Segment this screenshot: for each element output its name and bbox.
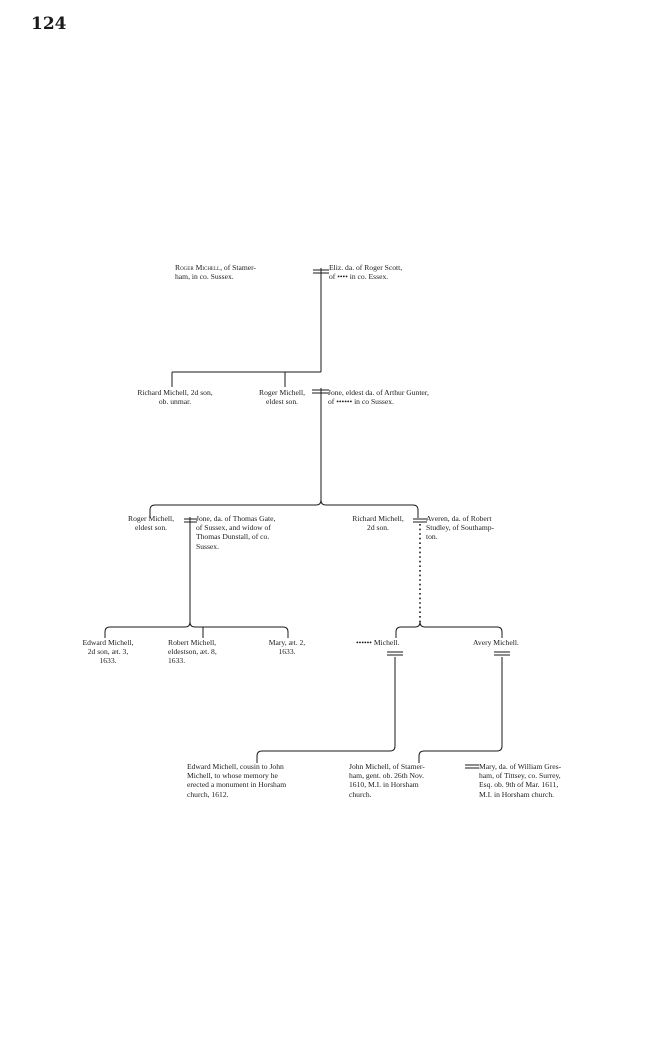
person-detail-line: Richard Michell, 2d son, xyxy=(137,388,213,397)
person-detail-line: Sussex. xyxy=(196,541,219,551)
person-detail-line: 2d son, æt. 3, xyxy=(87,647,129,657)
person-detail-line: Eliz. da. of Roger Scott, xyxy=(329,263,403,272)
sibling-bar-left xyxy=(104,621,191,638)
person-jone-gate: Jone, da. of Thomas Gate,of Sussex, and … xyxy=(196,514,275,551)
sibling-bar-right xyxy=(189,621,289,638)
person-detail-line: 1610, M.I. in Horsham xyxy=(349,780,419,790)
person-detail-line: Michell, to whose memory he xyxy=(187,771,278,781)
person-detail-line: eldest son. xyxy=(265,397,299,407)
person-detail-line: 1633. xyxy=(99,656,117,666)
person-detail-line: ham, of Tittsey, co. Surrey, xyxy=(479,771,561,781)
person-detail-line: ton. xyxy=(426,532,438,542)
person-detail-line: Jone, da. of Thomas Gate, xyxy=(196,514,276,523)
person-detail-line: •••••• Michell. xyxy=(356,638,400,647)
person-avery-michell: Avery Michell. xyxy=(473,638,519,647)
person-name-suffix: , of Stamer- xyxy=(220,263,257,272)
person-eliz-scott: Eliz. da. of Roger Scott,of •••• in co. … xyxy=(329,263,402,281)
person-detail-line: Edward Michell, xyxy=(82,638,134,647)
person-detail-line: erected a monument in Horsham xyxy=(187,780,287,790)
person-robert-gen4: Robert Michell,eldestson, æt. 8,1633. xyxy=(168,638,217,666)
person-detail-line: eldestson, æt. 8, xyxy=(168,647,217,657)
person-detail-line: Thomas Dunstall, of co. xyxy=(196,532,270,542)
person-detail-line: Esq. ob. 9th of Mar. 1611, xyxy=(479,780,559,790)
person-detail-line: Studley, of Southamp- xyxy=(426,523,495,533)
person-detail-line: Jone, eldest da. of Arthur Gunter, xyxy=(328,388,429,397)
person-detail-line: church, 1612. xyxy=(187,789,229,799)
sibling-bar-right xyxy=(320,499,419,518)
person-detail-line: M.I. in Horsham church. xyxy=(479,789,555,799)
person-name-smallcaps: Roger Michell xyxy=(175,263,221,272)
person-detail-line: eldest son. xyxy=(134,523,168,533)
person-roger-gen3: Roger Michell,eldest son. xyxy=(117,514,185,532)
page-number: 124 xyxy=(31,14,67,34)
person-roger-eldest: Roger Michell,eldest son. xyxy=(249,388,315,406)
person-detail-line: church. xyxy=(349,789,372,799)
person-detail-line: Mary, æt. 2, xyxy=(268,638,306,647)
person-mary-gresham: Mary, da. of William Gres-ham, of Tittse… xyxy=(479,762,561,799)
descent-line-right xyxy=(418,657,503,763)
person-detail-line: Richard Michell, xyxy=(352,514,404,523)
person-detail-line: Edward Michell, cousin to John xyxy=(187,762,284,771)
person-edward-gen4: Edward Michell,2d son, æt. 3,1633. xyxy=(70,638,146,666)
person-detail-line: 1633. xyxy=(168,656,186,666)
person-richard-2d: Richard Michell, 2d son,ob. unmar. xyxy=(120,388,230,406)
person-jone-gunter: Jone, eldest da. of Arthur Gunter,of •••… xyxy=(328,388,429,406)
person-detail-line: Roger Michell, xyxy=(128,514,174,523)
descent-line-left xyxy=(256,657,396,763)
person-detail-line: Avery Michell. xyxy=(473,638,519,647)
person-detail-line: of Sussex, and widow of xyxy=(196,523,271,533)
person-detail-line: of •••• in co. Essex. xyxy=(329,272,389,282)
person-richard-gen3: Richard Michell,2d son. xyxy=(341,514,415,532)
person-detail-line: Roger Michell, xyxy=(259,388,305,397)
person-detail-line: ham, in co. Sussex. xyxy=(175,272,234,282)
person-john-michell: John Michell, of Stamer-ham, gent. ob. 2… xyxy=(349,762,425,799)
sibling-bar-left xyxy=(395,621,421,638)
person-detail-line: ob. unmar. xyxy=(158,397,192,407)
person-unknown-michell: •••••• Michell. xyxy=(356,638,399,647)
person-detail-line: Mary, da. of William Gres- xyxy=(479,762,562,771)
person-detail-line: 2d son. xyxy=(367,523,389,533)
person-detail-line: ham, gent. ob. 26th Nov. xyxy=(349,771,425,781)
person-detail-line: Averen, da. of Robert xyxy=(426,514,492,523)
person-roger-senior: Roger Michell, of Stamer-ham, in co. Sus… xyxy=(175,263,256,281)
person-detail-line: Robert Michell, xyxy=(168,638,217,647)
sibling-bar-left xyxy=(149,499,322,518)
person-detail-line: 1633. xyxy=(278,647,296,657)
person-detail-line: of •••••• in co Sussex. xyxy=(328,397,394,407)
sibling-bar-right xyxy=(419,621,503,638)
person-mary-gen4: Mary, æt. 2,1633. xyxy=(254,638,320,656)
person-detail-line: John Michell, of Stamer- xyxy=(349,762,425,771)
